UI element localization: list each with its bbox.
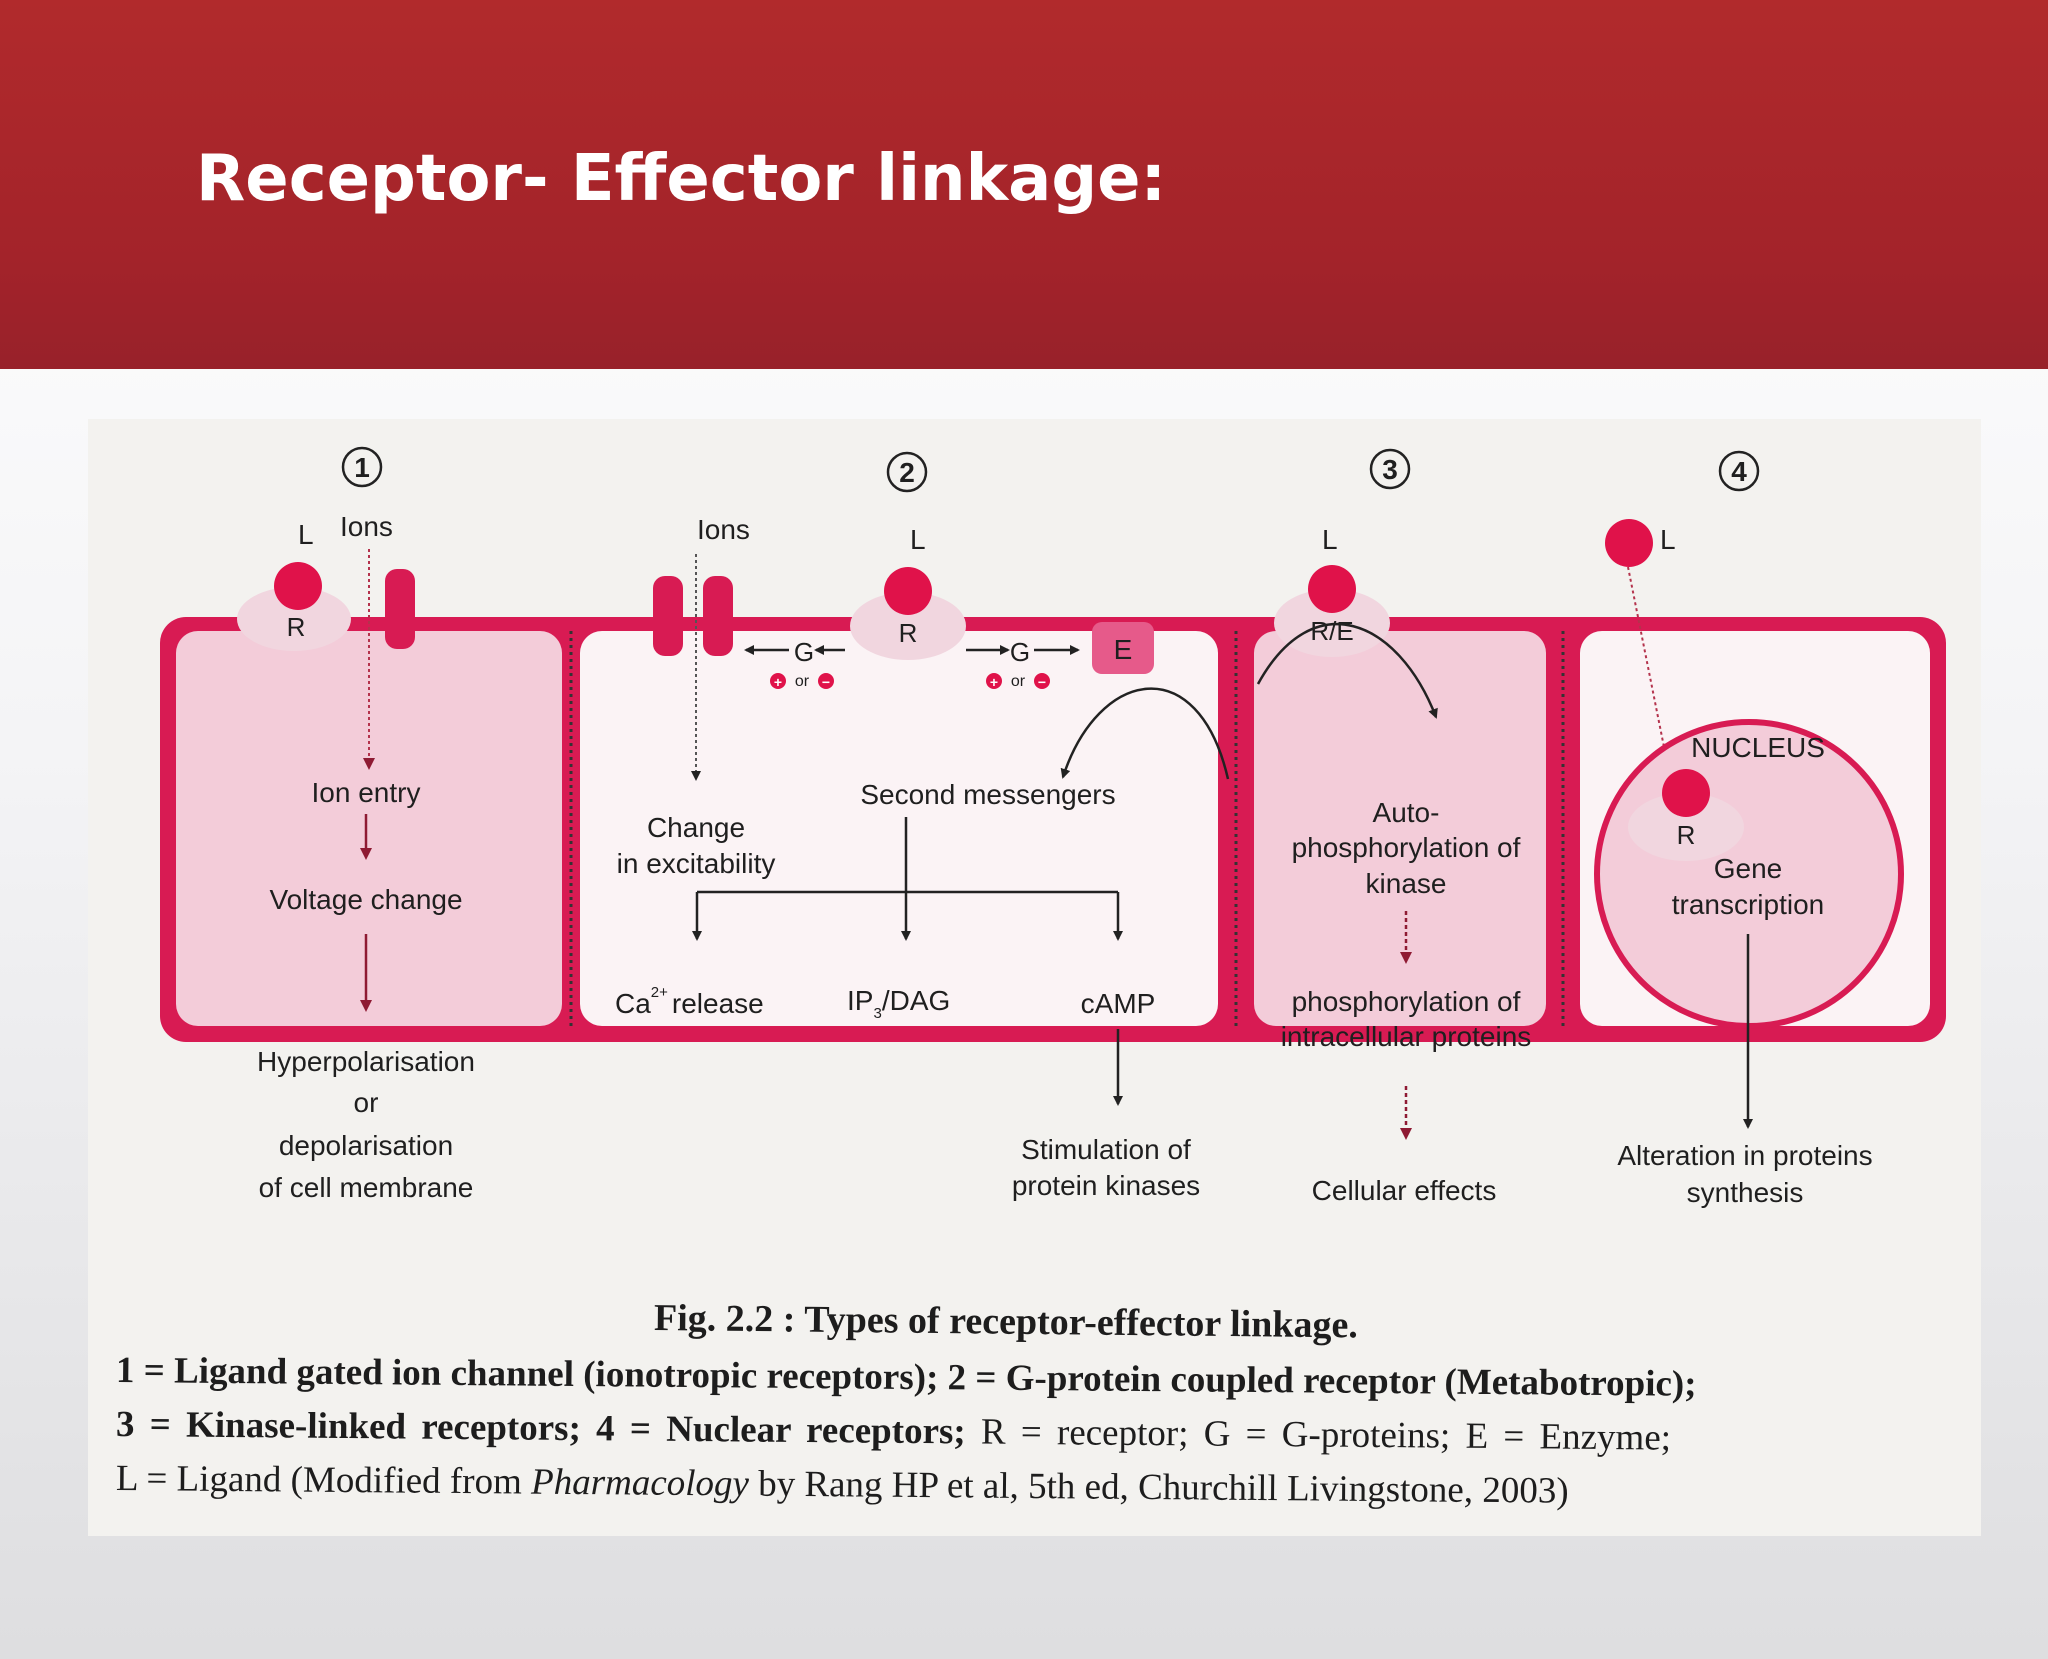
figure-caption-line-1: 1 = Ligand gated ion channel (ionotropic… — [115, 1350, 1697, 1405]
p3-cellular-effects: Cellular effects — [1312, 1175, 1497, 1206]
p3-auto: Auto- — [1373, 797, 1440, 828]
p2-protein-kinases: protein kinases — [1012, 1170, 1200, 1201]
caption-line-2-rest: R = receptor; G = G-proteins; E = Enzyme… — [965, 1411, 1672, 1459]
p2-ions-label: Ions — [697, 514, 750, 545]
p2-plus-left: + — [774, 674, 782, 690]
p2-ip3-dag: IP3/DAG — [847, 985, 950, 1022]
p4-transcription: transcription — [1672, 889, 1825, 920]
p2-or-right: or — [1011, 673, 1026, 690]
p2-receptor-label: R — [899, 618, 918, 648]
p1-ion-entry: Ion entry — [312, 777, 421, 808]
p3-phosphorylation: phosphorylation of — [1292, 832, 1521, 863]
p2-ion-channel-left — [653, 576, 683, 656]
svg-text:1: 1 — [354, 452, 370, 483]
p3-phos-intracellular: phosphorylation of — [1292, 986, 1521, 1017]
p2-in-excitability: in excitability — [617, 848, 776, 879]
panel-number-2: 2 — [886, 451, 928, 493]
p3-receptor-label: R/E — [1310, 616, 1353, 646]
p2-change: Change — [647, 812, 745, 843]
p2-stimulation: Stimulation of — [1021, 1134, 1191, 1165]
figure-caption-title: Fig. 2.2 : Types of receptor-effector li… — [653, 1297, 1359, 1347]
caption-line-2-bold: 3 = Kinase-linked receptors; 4 = Nuclear… — [115, 1404, 966, 1453]
svg-text:4: 4 — [1731, 456, 1747, 487]
p2-ligand-label: L — [910, 524, 926, 555]
p2-ion-channel-right — [703, 576, 733, 656]
figure-photo: 1 2 3 4 L Ions R Ion entry Voltage chang… — [88, 419, 1981, 1536]
p1-receptor — [237, 587, 351, 651]
p3-ligand-label: L — [1322, 524, 1338, 555]
p2-plus-right-icon — [986, 673, 1002, 689]
p2-plus-right: + — [990, 674, 998, 690]
cell-panel-1 — [176, 631, 562, 1026]
cell-panel-3 — [1254, 631, 1546, 1026]
p2-g-left: G — [794, 637, 814, 667]
p4-gene: Gene — [1714, 853, 1783, 884]
p4-synthesis: synthesis — [1687, 1177, 1804, 1208]
receptor-effector-diagram: 1 2 3 4 L Ions R Ion entry Voltage chang… — [160, 446, 1946, 1208]
p1-cell-membrane: of cell membrane — [259, 1172, 474, 1203]
p4-alteration: Alteration in proteins — [1617, 1140, 1872, 1171]
p2-or-left: or — [795, 673, 810, 690]
p1-receptor-label: R — [287, 612, 306, 642]
p1-or: or — [354, 1087, 379, 1118]
p4-receptor-ligand — [1662, 769, 1710, 817]
p4-receptor — [1628, 793, 1744, 861]
p3-intracellular-proteins: intracellular proteins — [1281, 1021, 1532, 1052]
p2-minus-left: − — [822, 674, 830, 690]
p3-kinase: kinase — [1366, 868, 1447, 899]
p2-enzyme-curve — [1060, 687, 1230, 780]
panel-number-1: 1 — [341, 446, 383, 488]
svg-text:2: 2 — [899, 457, 915, 488]
p1-voltage-change: Voltage change — [269, 884, 462, 915]
p2-ca-release: Ca2+release — [615, 984, 764, 1019]
p1-depolarisation: depolarisation — [279, 1130, 453, 1161]
panel-number-3: 3 — [1369, 448, 1411, 490]
p1-ion-channel — [385, 569, 415, 649]
p4-receptor-label: R — [1677, 820, 1696, 850]
p2-second-messengers: Second messengers — [860, 779, 1115, 810]
p2-minus-right: − — [1038, 674, 1046, 690]
p4-entry-path — [1627, 566, 1671, 760]
p4-nucleus-label: NUCLEUS — [1691, 732, 1825, 763]
p4-ligand — [1605, 519, 1653, 567]
p2-minus-right-icon — [1034, 673, 1050, 689]
caption-line-3-post: by Rang HP et al, 5th ed, Churchill Livi… — [748, 1463, 1569, 1512]
p2-camp: cAMP — [1081, 988, 1156, 1019]
figure-caption-line-2: 3 = Kinase-linked receptors; 4 = Nuclear… — [116, 1403, 1671, 1460]
slide-title: Receptor- Effector linkage: — [196, 142, 1167, 216]
p3-ligand — [1308, 565, 1356, 613]
p2-g-right: G — [1010, 637, 1030, 667]
p2-ligand — [884, 567, 932, 615]
p2-receptor — [850, 592, 966, 660]
p4-ligand-label: L — [1660, 524, 1676, 555]
caption-line-3-book: Pharmacology — [530, 1461, 750, 1505]
panel-number-4: 4 — [1718, 450, 1760, 492]
p2-enzyme-label: E — [1114, 634, 1133, 665]
p2-minus-left-icon — [818, 673, 834, 689]
p1-ligand-label: L — [298, 519, 314, 550]
title-banner — [0, 0, 2048, 369]
p2-plus-left-icon — [770, 673, 786, 689]
cell-panel-2 — [580, 631, 1218, 1026]
p1-hyperpolarisation: Hyperpolarisation — [257, 1046, 475, 1077]
p1-ligand — [274, 562, 322, 610]
caption-line-3-pre: L = Ligand (Modified from — [115, 1458, 532, 1503]
p1-ions-label: Ions — [340, 511, 393, 542]
p3-auto-curve — [1256, 623, 1438, 719]
p2-enzyme — [1092, 622, 1154, 674]
figure-caption-line-3: L = Ligand (Modified from Pharmacology b… — [116, 1457, 1569, 1513]
svg-text:3: 3 — [1382, 454, 1398, 485]
